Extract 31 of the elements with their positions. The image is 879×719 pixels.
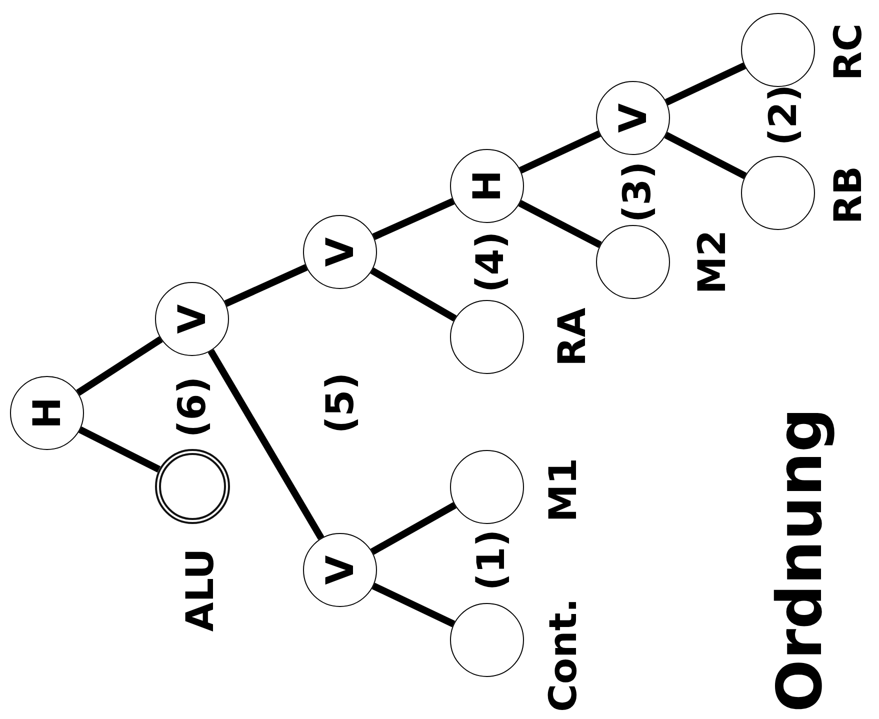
step-number: (6) <box>173 376 211 438</box>
step-number: (3) <box>618 161 656 223</box>
tree-branch <box>665 62 746 106</box>
tree-branch <box>370 502 456 555</box>
tree-branch <box>78 426 161 472</box>
operator-letter: H <box>468 170 506 202</box>
step-number: (5) <box>321 372 359 434</box>
unit-label: M1 <box>544 458 582 522</box>
step-number: (4) <box>471 231 509 293</box>
tree-branch <box>224 264 308 307</box>
tree-branch <box>76 336 163 396</box>
tree-branch <box>370 268 457 322</box>
tree-branch <box>518 200 602 248</box>
unit-label: M2 <box>693 230 731 294</box>
tree-branch <box>519 130 601 174</box>
unit-label: RB <box>829 166 867 224</box>
tree-branch <box>664 132 747 180</box>
operator-letter: V <box>614 103 652 133</box>
step-number: (1) <box>472 529 510 591</box>
tree-branch <box>372 198 455 240</box>
tree-branch <box>208 349 324 540</box>
unit-label: RC <box>829 23 867 81</box>
operator-letter: V <box>321 237 359 267</box>
operator-letter: V <box>173 304 211 334</box>
step-number: (2) <box>764 84 802 146</box>
unit-label: Cont. <box>544 598 582 712</box>
operator-letter: V <box>321 555 359 585</box>
unit-label: ALU <box>181 548 219 632</box>
tree-branch <box>372 582 456 628</box>
operator-letter: H <box>28 397 66 429</box>
unit-label: RA <box>553 308 591 366</box>
